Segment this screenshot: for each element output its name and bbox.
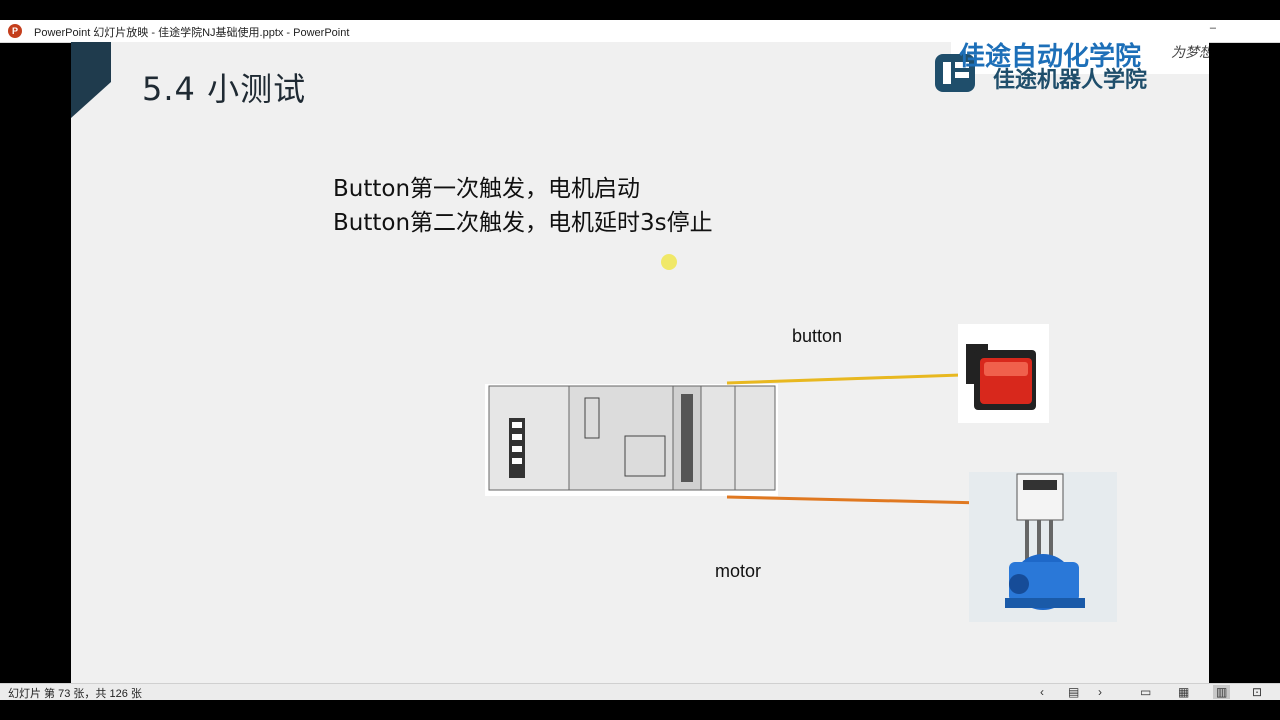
slide-counter: 幻灯片 第 73 张，共 126 张 bbox=[8, 688, 142, 700]
logo-subtitle: 佳途机器人学院 bbox=[993, 67, 1148, 92]
powerpoint-icon: P bbox=[8, 24, 22, 38]
logo-slogan: 为梦想增值！ bbox=[1171, 44, 1209, 60]
slide-menu-icon[interactable]: ▤ bbox=[1068, 685, 1080, 699]
slideshow-icon[interactable]: ⊡ bbox=[1252, 685, 1263, 699]
motor-contactor-image bbox=[969, 472, 1117, 622]
laser-pointer bbox=[661, 254, 677, 270]
normal-view-icon[interactable]: ▭ bbox=[1140, 685, 1152, 699]
logo-title: 佳途自动化学院 bbox=[959, 42, 1142, 71]
window-title: PowerPoint 幻灯片放映 - 佳途学院NJ基础使用.pptx - Pow… bbox=[34, 27, 350, 39]
status-bar: 幻灯片 第 73 张，共 126 张 ‹ ▤ › ▭ ▦ ▥ ⊡ bbox=[0, 683, 1280, 700]
title-bar: P PowerPoint 幻灯片放映 - 佳途学院NJ基础使用.pptx - P… bbox=[0, 20, 1280, 43]
prev-icon[interactable]: ‹ bbox=[1040, 685, 1044, 699]
red-pushbutton-image bbox=[958, 324, 1049, 423]
slide-canvas[interactable]: 5.4 小测试 佳途机器人学院 佳途自动化学院 为梦想增值！ Button第一次… bbox=[71, 42, 1209, 683]
slide-title: 5.4 小测试 bbox=[142, 70, 307, 108]
description-line-2: Button第二次触发，电机延时3s停止 bbox=[333, 210, 713, 236]
button-label: button bbox=[792, 326, 843, 346]
plc-controller-image bbox=[485, 384, 778, 496]
sorter-view-icon[interactable]: ▦ bbox=[1178, 685, 1190, 699]
button-wire bbox=[726, 373, 962, 385]
motor-label: motor bbox=[715, 561, 762, 581]
task-description: Button第一次触发，电机启动 Button第二次触发，电机延时3s停止 bbox=[333, 172, 713, 240]
motor-wire bbox=[726, 495, 984, 505]
logo-icon bbox=[935, 54, 975, 92]
minimize-button[interactable]: – bbox=[1209, 22, 1216, 34]
description-line-1: Button第一次触发，电机启动 bbox=[333, 176, 641, 202]
next-icon[interactable]: › bbox=[1098, 685, 1102, 699]
logo-banner bbox=[951, 42, 1209, 74]
corner-decoration bbox=[71, 42, 111, 118]
reading-view-icon[interactable]: ▥ bbox=[1213, 685, 1231, 699]
